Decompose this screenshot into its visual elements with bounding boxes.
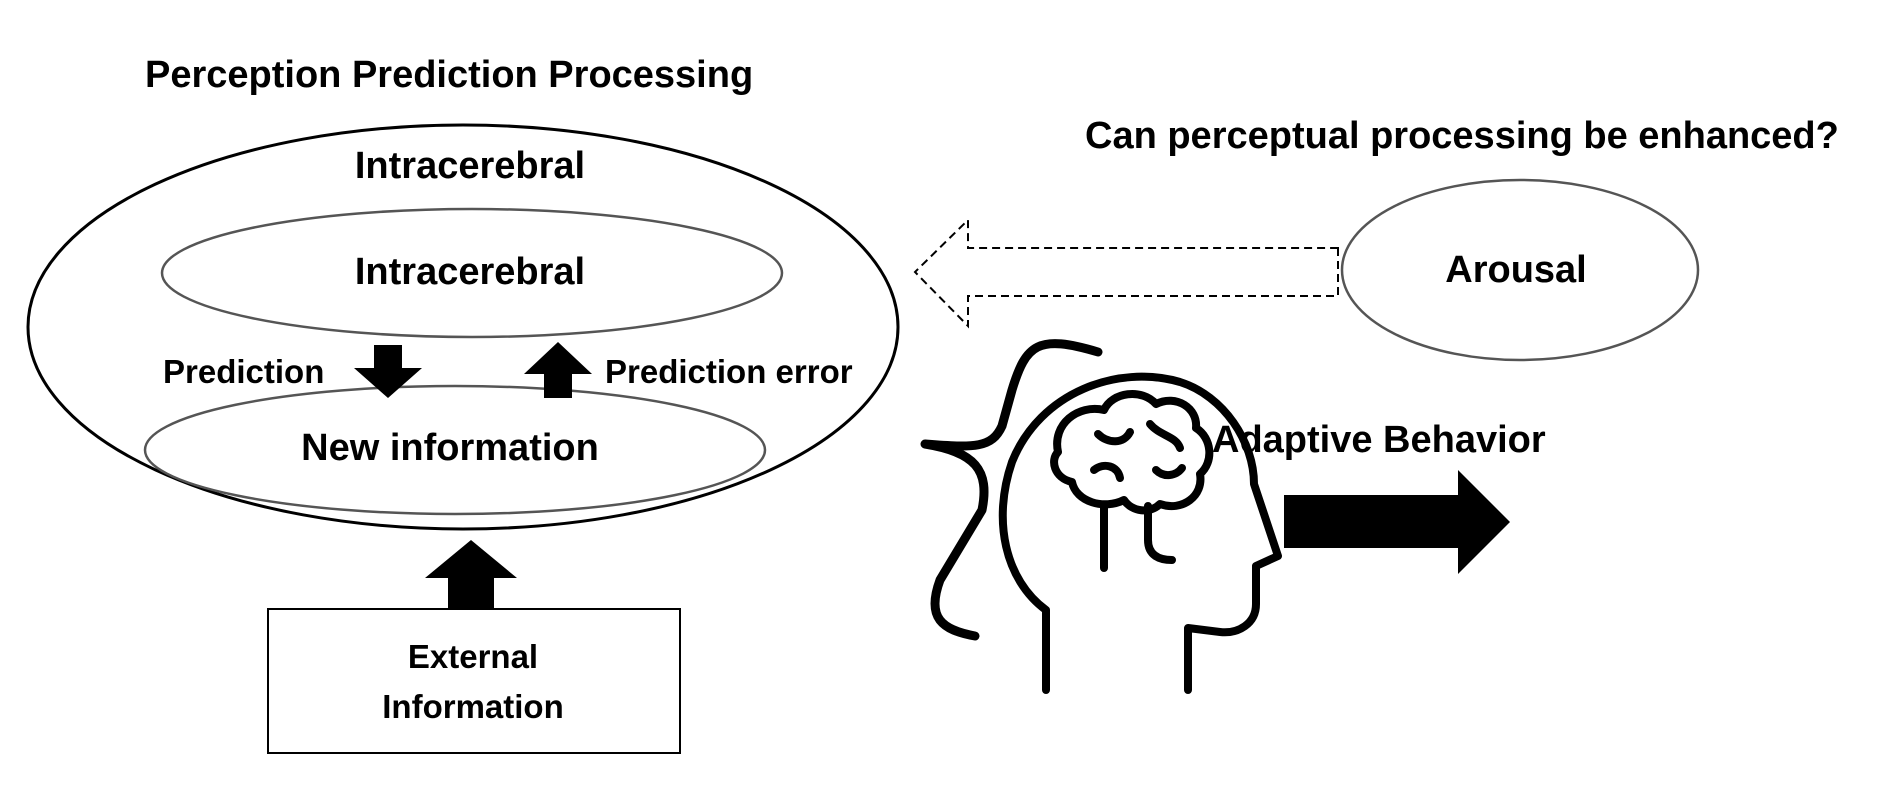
left-curly-brace (920, 339, 1103, 641)
inner-top-ellipse (160, 207, 784, 339)
inner-top-label: Intracerebral (355, 251, 585, 293)
prediction-error-label: Prediction error (605, 353, 853, 390)
arousal-ellipse (1340, 178, 1700, 362)
thick-right-arrow (1284, 470, 1510, 574)
external-info-line1: External (408, 638, 538, 675)
prediction-error-up-arrow (524, 342, 592, 398)
arousal-label: Arousal (1445, 249, 1586, 291)
inner-bottom-label: New information (301, 427, 599, 469)
adaptive-behavior-label: Adaptive Behavior (1212, 419, 1546, 461)
question-text: Can perceptual processing be enhanced? (1085, 115, 1839, 157)
external-up-arrow (425, 540, 517, 609)
arousal-dashed-arrow (913, 217, 1339, 329)
head-with-brain-icon (998, 372, 1282, 694)
external-info-line2: Information (382, 688, 563, 725)
prediction-down-arrow (354, 345, 422, 398)
inner-bottom-ellipse (143, 384, 767, 516)
prediction-label: Prediction (163, 353, 324, 390)
external-info-box (267, 608, 681, 754)
outer-ellipse (26, 123, 900, 531)
diagram-title: Perception Prediction Processing (145, 54, 753, 96)
outer-ellipse-label: Intracerebral (355, 145, 585, 187)
